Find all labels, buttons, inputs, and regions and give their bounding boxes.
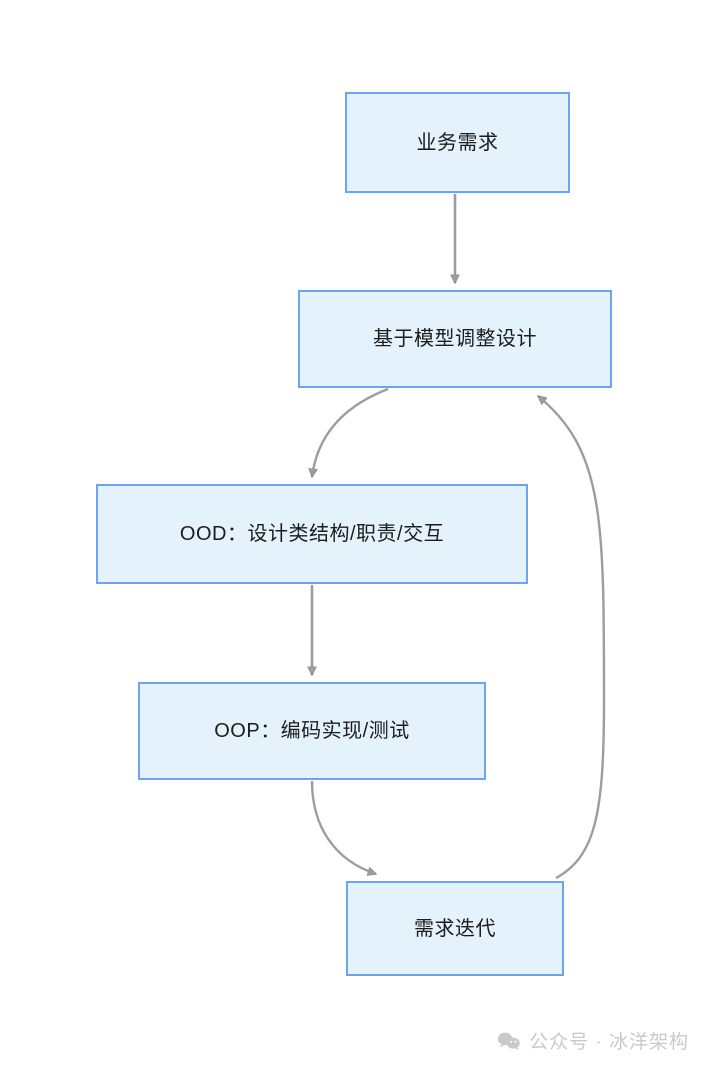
wechat-icon xyxy=(497,1031,521,1051)
node-model-design[interactable]: 基于模型调整设计 xyxy=(298,290,612,388)
node-oop-label: OOP：编码实现/测试 xyxy=(214,720,410,742)
node-requirement-iteration-label: 需求迭代 xyxy=(414,917,496,940)
edge-requirement-iteration-to-model-design xyxy=(538,395,606,880)
footer-watermark: 公众号 · 冰洋架构 xyxy=(497,1027,689,1054)
edge-model-design-to-ood xyxy=(312,387,389,477)
node-business-requirement-label: 业务需求 xyxy=(416,131,499,154)
node-model-design-label: 基于模型调整设计 xyxy=(373,328,537,350)
edge-oop-to-requirement-iteration xyxy=(310,780,376,874)
node-requirement-iteration[interactable]: 需求迭代 xyxy=(346,881,564,976)
node-ood-label: OOD：设计类结构/职责/交互 xyxy=(179,523,445,545)
footer-watermark-text: 公众号 · 冰洋架构 xyxy=(529,1032,689,1053)
node-business-requirement[interactable]: 业务需求 xyxy=(345,92,570,193)
node-ood[interactable]: OOD：设计类结构/职责/交互 xyxy=(96,484,528,584)
node-oop[interactable]: OOP：编码实现/测试 xyxy=(138,682,486,780)
